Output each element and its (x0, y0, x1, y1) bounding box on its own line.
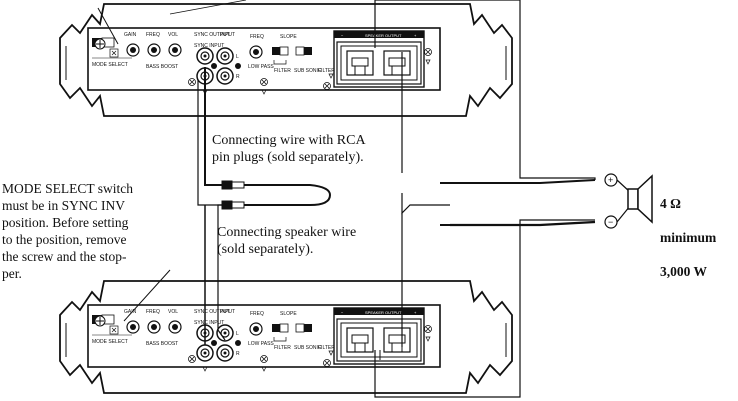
mode-select-label: MODE SELECT (92, 339, 128, 345)
speaker-wire-caption: Connecting speaker wire (sold separately… (217, 225, 357, 257)
input-r-label: R (236, 351, 240, 357)
panel-labels-bottom: GAIN FREQ VOL BASS BOOST SYNC OUTPUT SYN… (92, 309, 417, 357)
low-pass-label: LOW PASS (248, 64, 274, 70)
freq-label: FREQ (146, 309, 160, 315)
top-leader (169, 0, 247, 15)
input-l-label: L (236, 54, 239, 60)
amplifier-top (59, 3, 513, 117)
input-l-label: L (236, 331, 239, 337)
rca-cable-caption: Connecting wire with RCA pin plugs (sold… (212, 133, 366, 165)
speaker-power: 3,000 W (660, 264, 708, 279)
speaker-plus-label: + (414, 33, 417, 38)
low-pass-label: LOW PASS (248, 341, 274, 347)
vol-label: VOL (168, 309, 178, 315)
terminal-plus-symbol: + (608, 175, 613, 185)
top-mode-leader (97, 7, 119, 45)
filter2-label: FILTER (318, 345, 335, 351)
freq2-label: FREQ (250, 34, 264, 40)
slope-label: SLOPE (280, 34, 297, 40)
sub-sonic-label: SUB SONIC (294, 345, 322, 351)
speaker-minimum: minimum (660, 230, 717, 245)
amplifier-bottom (59, 280, 513, 394)
mode-select-caption: MODE SELECT switch must be in SYNC INV p… (2, 181, 133, 281)
speaker-magnet-icon (627, 188, 639, 210)
freq-label: FREQ (146, 32, 160, 38)
speaker-plus-label: + (414, 310, 417, 315)
mode-select-label: MODE SELECT (92, 62, 128, 68)
speaker: + − (604, 173, 653, 229)
freq2-label: FREQ (250, 311, 264, 317)
sync-input-label: SYNC INPUT (194, 320, 224, 326)
rca-cable (197, 67, 332, 345)
filter2-label: FILTER (318, 68, 335, 74)
terminal-minus-symbol: − (608, 217, 613, 227)
speaker-wires (374, 0, 596, 398)
vol-label: VOL (168, 32, 178, 38)
speaker-minus-label: − (341, 33, 344, 38)
sub-sonic-label: SUB SONIC (294, 68, 322, 74)
sync-input-label: SYNC INPUT (194, 43, 224, 49)
speaker-spec: 4 Ω minimum 3,000 W (660, 178, 738, 297)
filter-label: FILTER (274, 68, 291, 74)
input-label: INPUT (220, 309, 235, 315)
input-label: INPUT (220, 32, 235, 38)
speaker-output-label: SPEAKER OUTPUT (365, 310, 402, 315)
sync-output-label: SYNC OUTPUT (194, 32, 230, 38)
bottom-mode-leader (123, 269, 171, 322)
slope-label: SLOPE (280, 311, 297, 317)
speaker-cone-icon (637, 174, 653, 224)
bass-boost-label: BASS BOOST (146, 341, 178, 347)
speaker-minus-label: − (341, 310, 344, 315)
gain-label: GAIN (124, 32, 137, 38)
sync-output-label: SYNC OUTPUT (194, 309, 230, 315)
bass-boost-label: BASS BOOST (146, 64, 178, 70)
filter-label: FILTER (274, 345, 291, 351)
gain-label: GAIN (124, 309, 137, 315)
panel-labels-top: GAIN FREQ VOL BASS BOOST SYNC OUTPUT SYN… (92, 32, 417, 80)
speaker-output-label: SPEAKER OUTPUT (365, 33, 402, 38)
input-r-label: R (236, 74, 240, 80)
speaker-impedance: 4 Ω (660, 196, 681, 211)
